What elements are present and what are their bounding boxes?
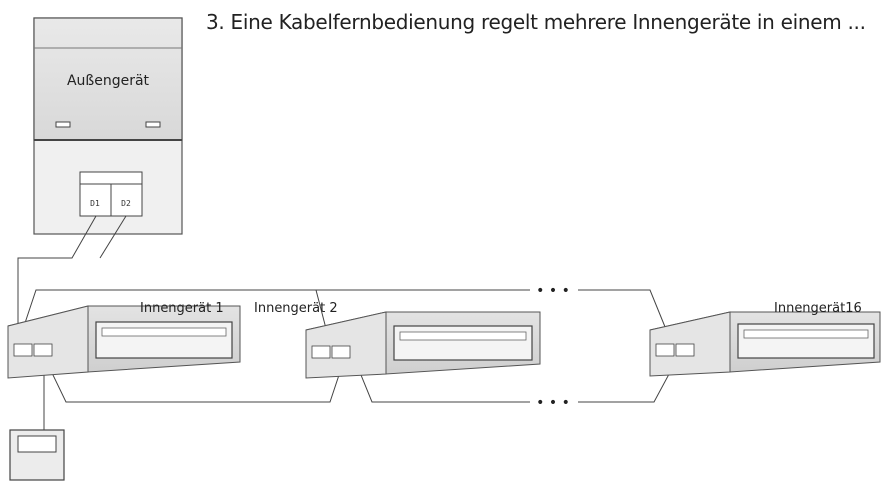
outdoor-handle-left <box>55 121 71 128</box>
indoor-2-terminal-a <box>311 345 331 359</box>
indoor-2-grille <box>393 325 533 361</box>
outdoor-handle-right <box>145 121 161 128</box>
remote-display <box>17 435 57 453</box>
outdoor-unit-label: Außengerät <box>67 73 150 89</box>
indoor-1-terminal-b <box>33 343 53 357</box>
wired-remote-controller <box>9 429 65 481</box>
bus-upper-right <box>578 289 673 345</box>
ellipsis-lower: • • • <box>536 395 570 411</box>
terminal-block: D1 D2 <box>79 171 143 217</box>
indoor-unit-1-label: Innengerät 1 <box>140 301 224 316</box>
indoor-unit-2: Innengerät 2 <box>254 301 541 379</box>
indoor-unit-16-label: Innengerät16 <box>774 301 862 316</box>
diagram-heading: 3. Eine Kabelfernbedienung regelt mehrer… <box>206 10 866 34</box>
indoor-1-grille <box>95 321 233 359</box>
bus-upper <box>21 289 530 333</box>
terminal-d1-label: D1 <box>90 199 100 208</box>
indoor-16-terminal-b <box>675 343 695 357</box>
indoor-2-terminal-b <box>331 345 351 359</box>
terminal-d2-label: D2 <box>121 199 131 208</box>
ellipsis-upper: • • • <box>536 283 570 299</box>
wire-d2 <box>99 215 127 259</box>
indoor-1-terminal-a <box>13 343 33 357</box>
indoor-unit-2-label: Innengerät 2 <box>254 301 338 316</box>
indoor-16-terminal-a <box>655 343 675 357</box>
indoor-unit-1: Innengerät 1 <box>7 301 241 379</box>
outdoor-unit: Außengerät D1 D2 <box>33 17 183 235</box>
indoor-16-grille <box>737 323 875 359</box>
indoor-unit-16: Innengerät16 <box>649 301 881 377</box>
wire-d1 <box>17 215 97 332</box>
